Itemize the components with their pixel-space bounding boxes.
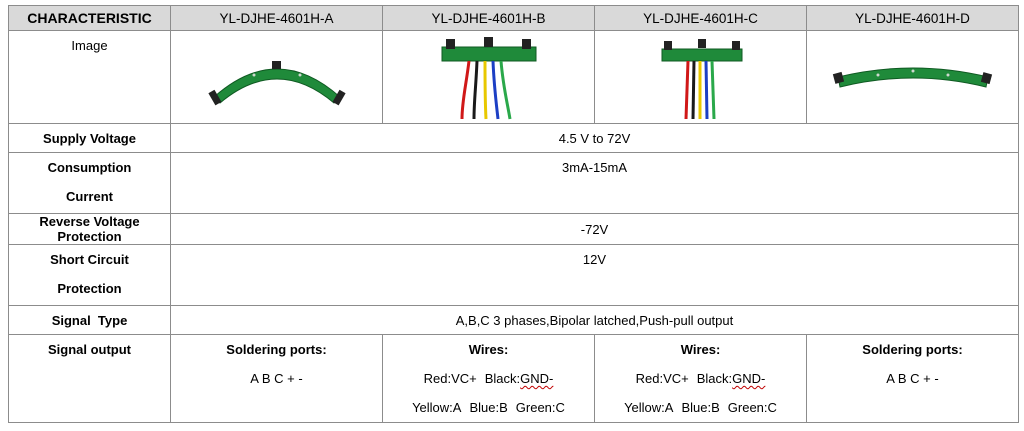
reverse-voltage-value: -72V: [170, 213, 1019, 245]
product-image-d: [832, 67, 992, 88]
header-characteristic: CHARACTERISTIC: [8, 5, 171, 31]
header-model-d: YL-DJHE-4601H-D: [806, 5, 1019, 31]
short-circuit-value-cell: 12V: [170, 244, 1019, 306]
product-image-b: [441, 37, 536, 120]
consumption-current-value-cell: 3mA-15mA: [170, 152, 1019, 214]
consumption-current-label-line2: Current: [66, 189, 113, 204]
wire-black-prefix: Black:: [696, 371, 733, 386]
image-label-cell: Image: [8, 30, 171, 124]
signal-output-label-cell: Signal output: [8, 334, 171, 423]
product-image-c: [661, 39, 742, 120]
short-circuit-value: 12V: [582, 252, 607, 267]
wire-red-label: Red:VC+: [423, 371, 477, 386]
image-cell-b: [382, 30, 595, 124]
wire-yellow-label: Yellow:A: [624, 400, 674, 415]
signal-output-b-cell: Wires: Red:VC+ Black:GND- Yellow:A Blue:B G…: [382, 334, 595, 423]
signal-output-c-cell: Wires: Red:VC+ Black:GND- Yellow:A Blue:B G…: [594, 334, 807, 423]
signal-output-a-ports: A B C + -: [250, 371, 303, 386]
supply-voltage-value: 4.5 V to 72V: [170, 123, 1019, 153]
consumption-current-value: 3mA-15mA: [561, 160, 628, 175]
wire-green-label: Green:C: [515, 400, 565, 415]
signal-output-c-line1: Red:VC+ Black:GND-: [596, 364, 806, 393]
short-circuit-label-line2: Protection: [57, 281, 122, 296]
wire-blue-label: Blue:B: [681, 400, 720, 415]
image-cell-c: [594, 30, 807, 124]
signal-type-row: Signal Type A,B,C 3 phases,Bipolar latch…: [8, 305, 1019, 335]
wire-blue-label: Blue:B: [469, 400, 508, 415]
image-cell-a: [170, 30, 383, 124]
signal-output-label: Signal output: [47, 342, 132, 357]
header-model-c: YL-DJHE-4601H-C: [594, 5, 807, 31]
signal-output-b-line2: Yellow:A Blue:B Green:C: [384, 393, 594, 422]
wire-black-prefix: Black:: [484, 371, 521, 386]
image-label: Image: [71, 38, 108, 53]
short-circuit-label-line1: Short Circuit: [50, 252, 129, 267]
signal-output-b-title: Wires:: [468, 342, 509, 357]
signal-output-c-title: Wires:: [680, 342, 721, 357]
wire-black-value: GND-: [520, 371, 554, 386]
signal-output-d-title: Soldering ports:: [862, 342, 963, 357]
image-row: Image: [8, 30, 1019, 124]
wire-green-label: Green:C: [727, 400, 777, 415]
signal-output-c-line2: Yellow:A Blue:B Green:C: [596, 393, 806, 422]
spec-table: CHARACTERISTIC YL-DJHE-4601H-A YL-DJHE-4…: [8, 5, 1019, 423]
header-model-b: YL-DJHE-4601H-B: [382, 5, 595, 31]
reverse-voltage-row: Reverse Voltage Protection -72V: [8, 213, 1019, 245]
signal-output-d-cell: Soldering ports: A B C + -: [806, 334, 1019, 423]
wire-yellow-label: Yellow:A: [412, 400, 462, 415]
signal-output-row: Signal output Soldering ports: A B C + -…: [8, 334, 1019, 423]
image-cell-d: [806, 30, 1019, 124]
consumption-current-label-cell: Consumption Current: [8, 152, 171, 214]
supply-voltage-row: Supply Voltage 4.5 V to 72V: [8, 123, 1019, 153]
wire-red-label: Red:VC+: [635, 371, 689, 386]
signal-type-label: Signal Type: [8, 305, 171, 335]
product-image-a: [207, 61, 346, 106]
signal-output-a-title: Soldering ports:: [226, 342, 327, 357]
header-model-a: YL-DJHE-4601H-A: [170, 5, 383, 31]
consumption-current-label-line1: Consumption: [47, 160, 132, 175]
short-circuit-label-cell: Short Circuit Protection: [8, 244, 171, 306]
supply-voltage-label: Supply Voltage: [8, 123, 171, 153]
signal-output-a-cell: Soldering ports: A B C + -: [170, 334, 383, 423]
header-row: CHARACTERISTIC YL-DJHE-4601H-A YL-DJHE-4…: [8, 5, 1019, 31]
wire-black-value: GND-: [732, 371, 766, 386]
signal-output-d-ports: A B C + -: [886, 371, 939, 386]
signal-output-b-line1: Red:VC+ Black:GND-: [384, 364, 594, 393]
signal-type-value: A,B,C 3 phases,Bipolar latched,Push-pull…: [170, 305, 1019, 335]
short-circuit-row: Short Circuit Protection 12V: [8, 244, 1019, 306]
consumption-current-row: Consumption Current 3mA-15mA: [8, 152, 1019, 214]
reverse-voltage-label: Reverse Voltage Protection: [8, 213, 171, 245]
